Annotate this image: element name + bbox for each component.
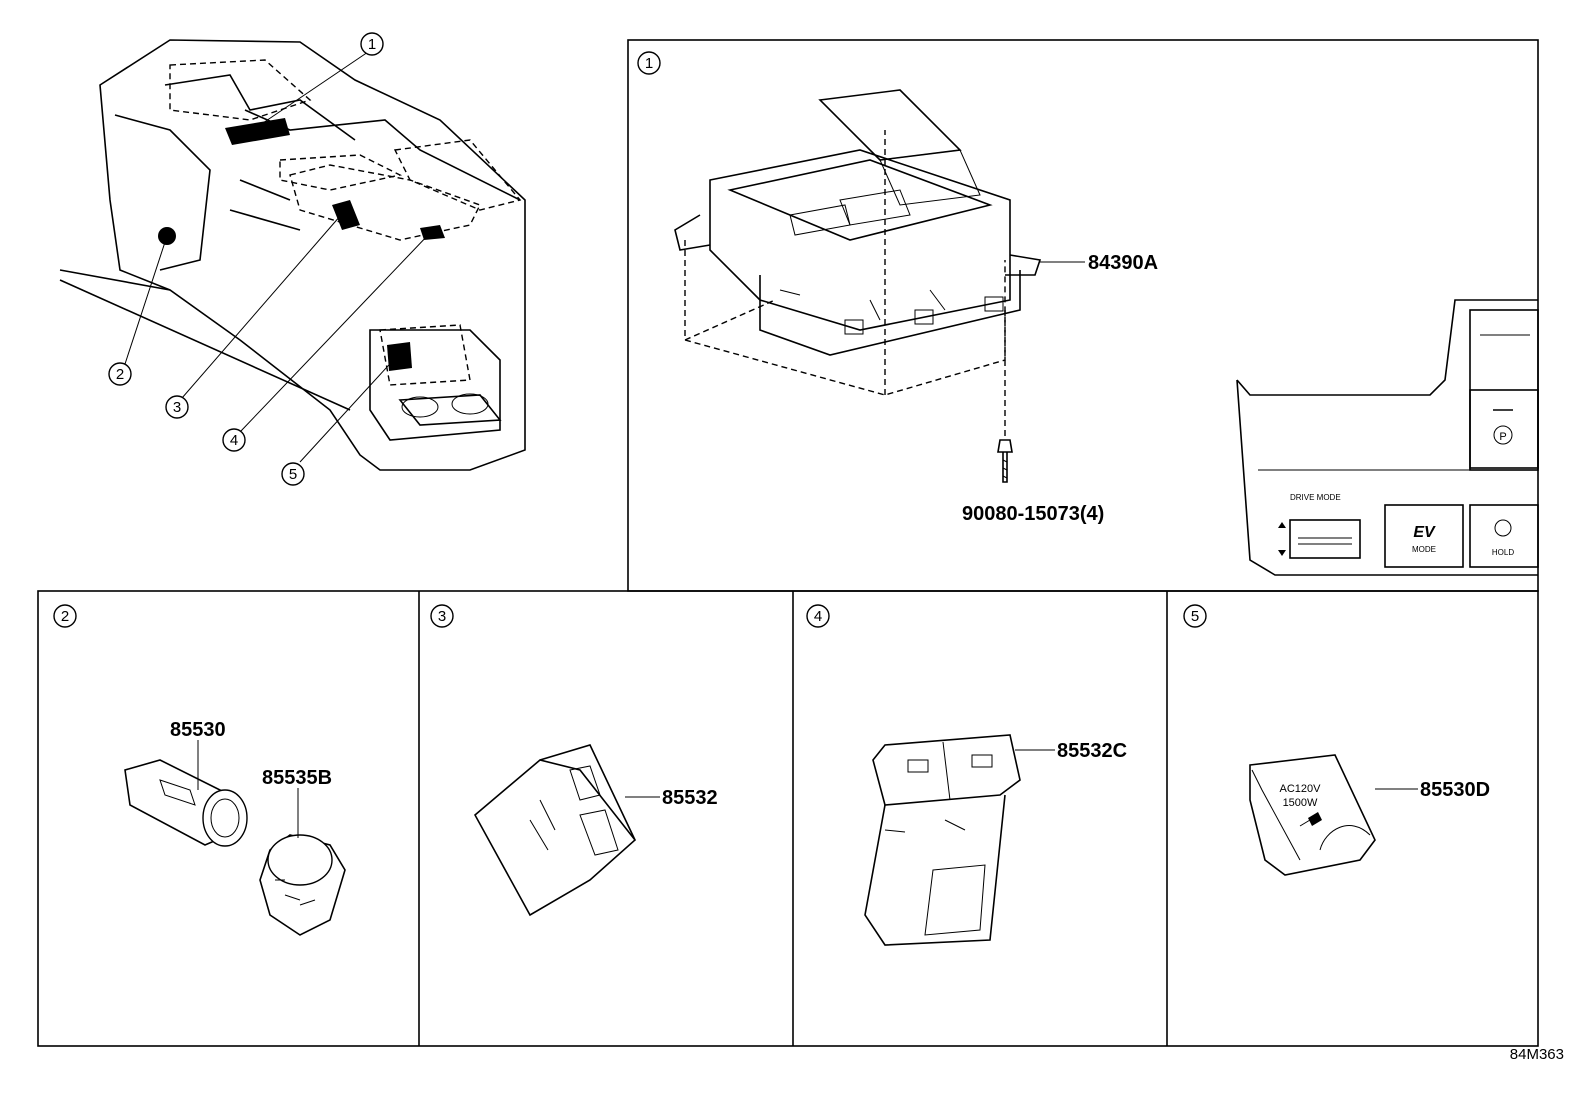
part-label-85535B: 85535B (262, 767, 332, 789)
svg-text:3: 3 (438, 608, 446, 625)
panel-1-badge: 1 (637, 51, 661, 75)
console-overview: 1 2 3 4 5 (59, 32, 526, 486)
panel-2: 2 85530 85535B (53, 604, 346, 936)
panel-4: 4 85532C (806, 604, 1127, 946)
parking-brake-button (1469, 389, 1539, 469)
callout-5: 5 (281, 462, 305, 486)
diagram-code: 84M363 (1509, 1046, 1564, 1063)
svg-text:AC120V: AC120V (1280, 783, 1322, 795)
svg-text:4: 4 (814, 608, 822, 625)
part-label-85532: 85532 (662, 787, 718, 809)
svg-text:EV: EV (1413, 524, 1436, 541)
panel-3: 3 85532 (430, 604, 718, 917)
panel-3-badge: 3 (430, 604, 454, 628)
callout-2: 2 (108, 362, 132, 386)
svg-text:4: 4 (230, 432, 238, 449)
panel-1: 1 84390A 90080-15073(4) (637, 51, 1539, 576)
part-label-85530D: 85530D (1420, 779, 1490, 801)
panel-frames (37, 39, 1539, 1047)
callout-3: 3 (165, 395, 189, 419)
ac-outlet-85530D: AC120V 1500W (1249, 754, 1376, 876)
ev-mode-button (1384, 504, 1464, 568)
installed-inset: P HOLD EV MODE DRIVE MODE (1236, 299, 1539, 576)
svg-text:1: 1 (368, 36, 376, 53)
part-label-85530: 85530 (170, 719, 226, 741)
power-outlet-85530 (124, 759, 248, 847)
part-label-85532C: 85532C (1057, 740, 1127, 762)
svg-text:3: 3 (173, 399, 181, 416)
svg-text:1: 1 (645, 55, 653, 72)
bolt-90080-15073 (997, 439, 1013, 483)
drive-mode-switch (1289, 519, 1361, 559)
svg-text:5: 5 (1191, 608, 1199, 625)
usb-port-85532 (473, 744, 637, 917)
svg-text:5: 5 (289, 466, 297, 483)
svg-text:HOLD: HOLD (1492, 548, 1514, 557)
hold-button (1469, 504, 1539, 568)
callout-4: 4 (222, 428, 246, 452)
dual-usb-85532C (864, 734, 1021, 946)
panel-5-badge: 5 (1183, 604, 1207, 628)
svg-text:1500W: 1500W (1283, 797, 1318, 809)
panel-4-badge: 4 (806, 604, 830, 628)
callout-1: 1 (360, 32, 384, 56)
svg-text:2: 2 (61, 608, 69, 625)
svg-text:MODE: MODE (1412, 545, 1436, 554)
part-label-84390A: 84390A (1088, 252, 1158, 274)
svg-text:P: P (1499, 431, 1506, 443)
switch-module-84390A (674, 89, 1042, 356)
svg-text:DRIVE MODE: DRIVE MODE (1290, 493, 1341, 502)
panel-5: 5 AC120V 1500W 85530D (1183, 604, 1490, 876)
svg-text:2: 2 (116, 366, 124, 383)
part-label-90080-15073: 90080-15073(4) (962, 503, 1104, 525)
socket-85535B (259, 834, 346, 936)
panel-2-badge: 2 (53, 604, 77, 628)
